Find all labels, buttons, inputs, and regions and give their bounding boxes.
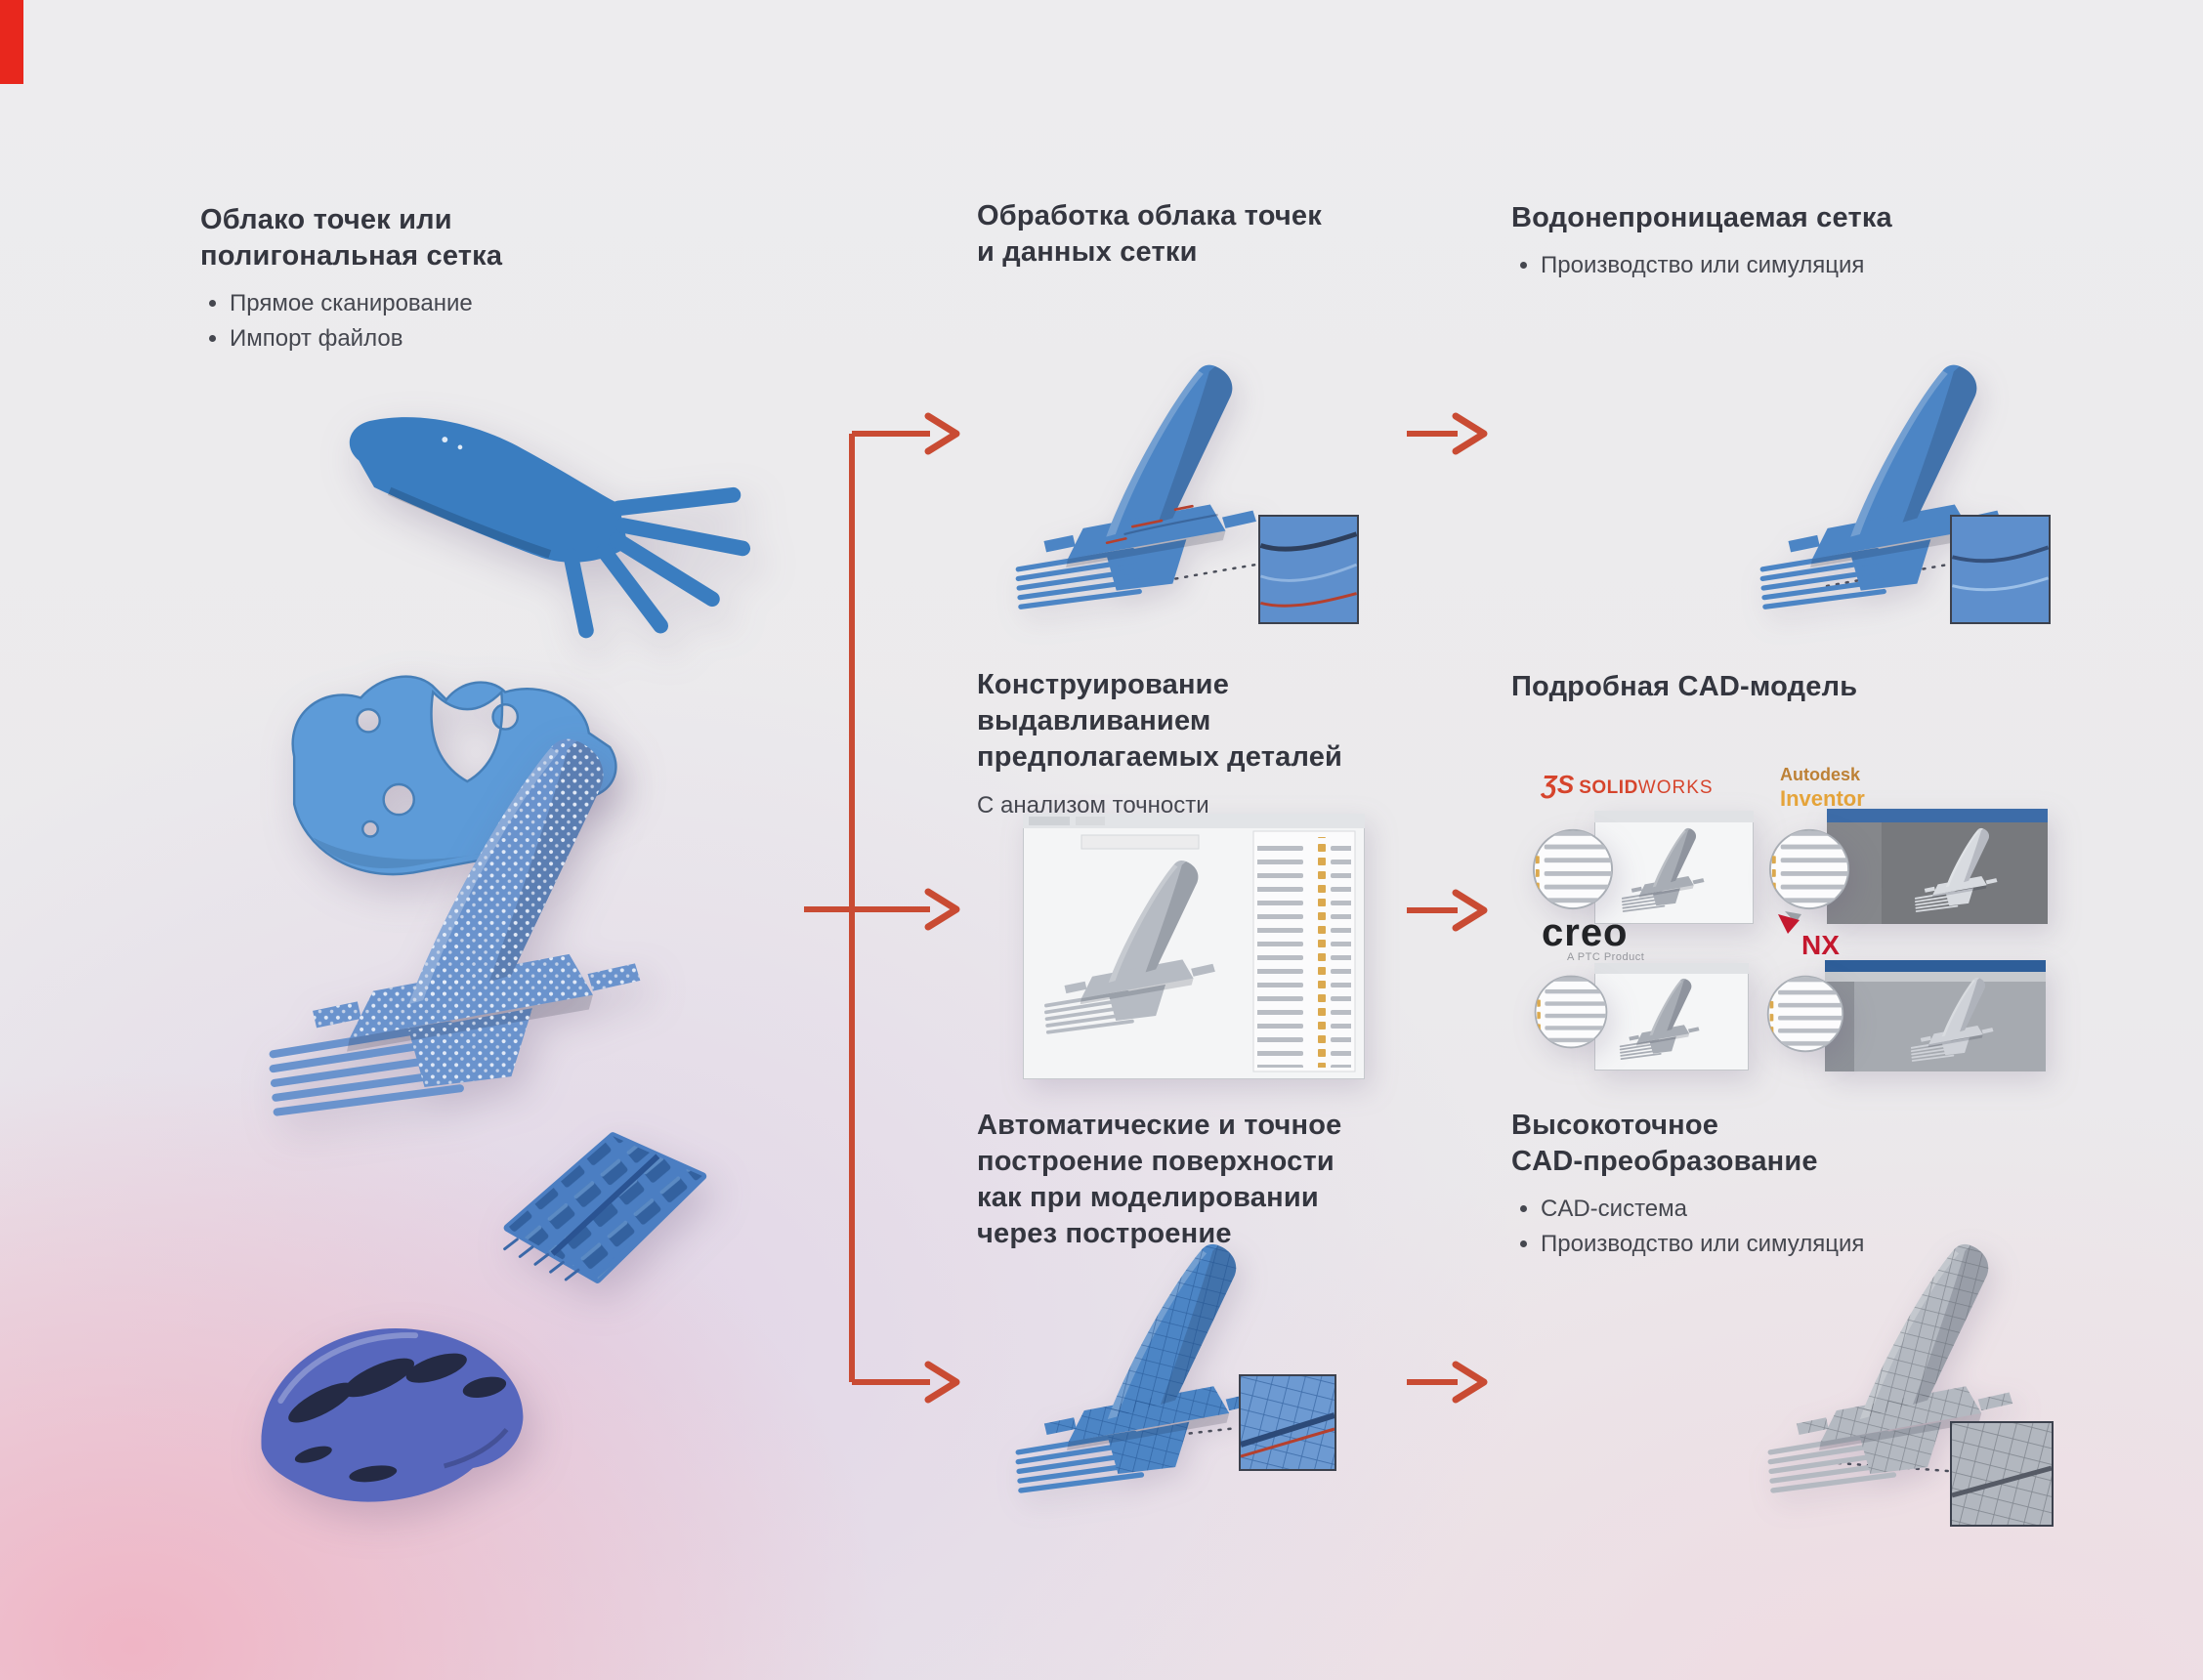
- right-arrow-icon: [1452, 1361, 1488, 1404]
- nx-mark-icon: [1778, 911, 1801, 934]
- cad-extrusion-screenshot: [1023, 814, 1365, 1079]
- mid-row1-header: Обработка облака точек и данных сетки: [977, 200, 1322, 268]
- right-arrow-icon: [1452, 412, 1488, 455]
- nx-logo: NX: [1776, 911, 1840, 961]
- magnifier-circle-icon: [1766, 975, 1844, 1053]
- mid-row2-header: Конструирование выдавливанием предполага…: [977, 667, 1342, 822]
- dotted-connector: [1135, 563, 1258, 588]
- bullet-item: Импорт файлов: [230, 321, 502, 357]
- right-arrow-icon: [1452, 889, 1488, 932]
- magnifier-circle-icon: [1534, 975, 1608, 1049]
- mesh-detail-inset: [1258, 515, 1359, 624]
- corner-red-mark: [0, 0, 23, 84]
- left-column-bullets: Прямое сканирование Импорт файлов: [230, 286, 502, 357]
- helmet-scan-image: [261, 1327, 524, 1502]
- bullet-item: CAD-система: [1541, 1192, 1864, 1227]
- nx-screenshot-thumb: [1825, 960, 2046, 1071]
- surface-grid-inset: [1239, 1374, 1336, 1471]
- left-column-header: Облако точек или полигональная сетка Пря…: [200, 202, 502, 357]
- tire-tread-scan-image: [503, 1132, 707, 1283]
- turbine-blade-point-cloud-image: [252, 731, 726, 1125]
- right-arrow-icon: [924, 412, 960, 455]
- right-arrow-icon: [924, 888, 960, 931]
- mid-row3-header: Автоматические и точное построение повер…: [977, 1110, 1342, 1249]
- arm-scan-image: [349, 417, 751, 639]
- bullet-item: Производство или симуляция: [1541, 248, 1892, 283]
- autodesk-inventor-logo: Autodesk Inventor: [1780, 765, 1865, 811]
- inventor-screenshot-thumb: [1827, 809, 2048, 924]
- solidworks-screenshot-thumb: [1594, 811, 1754, 924]
- right-row1-header: Водонепроницаемая сетка Производство или…: [1511, 200, 1892, 283]
- right-row2-header: Подробная CAD-модель: [1511, 671, 1858, 702]
- dassault-mark-icon: ƷS: [1542, 770, 1575, 799]
- bullet-item: Прямое сканирование: [230, 286, 502, 321]
- right-row3-header: Высокоточное CAD-преобразование CAD-сист…: [1511, 1108, 1864, 1262]
- magnifier-circle-icon: [1768, 828, 1850, 910]
- magnifier-circle-icon: [1532, 828, 1614, 910]
- creo-logo: creo A PTC Product: [1542, 911, 1645, 963]
- page-title: Облако точек или: [200, 204, 452, 235]
- right-arrow-icon: [924, 1361, 960, 1404]
- processed-mesh-image: [1004, 359, 1312, 615]
- watertight-detail-inset: [1950, 515, 2051, 624]
- cad-grid-inset: [1950, 1421, 2054, 1527]
- bullet-item: Производство или симуляция: [1541, 1227, 1864, 1262]
- creo-screenshot-thumb: [1594, 963, 1749, 1071]
